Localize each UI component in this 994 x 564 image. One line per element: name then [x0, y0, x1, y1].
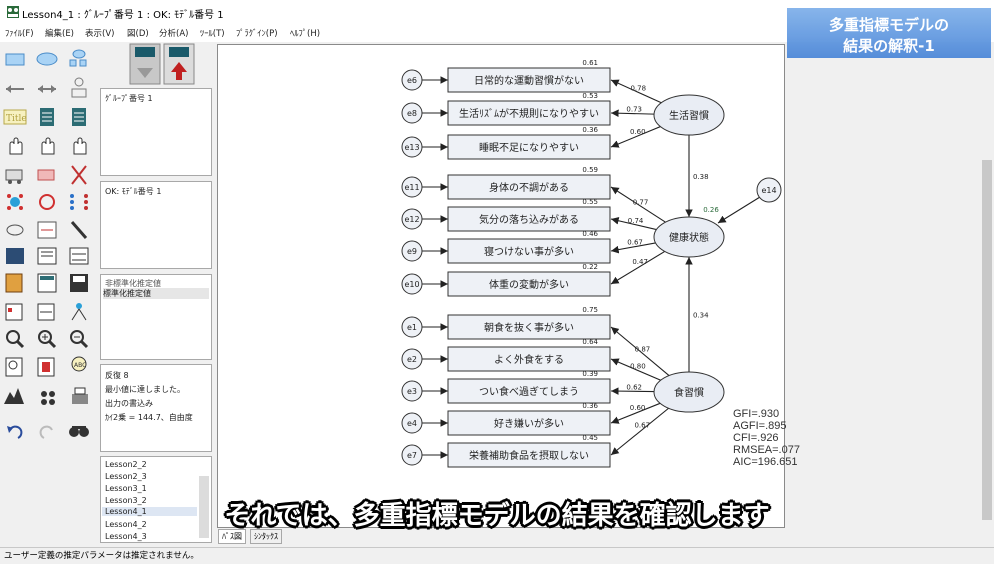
draw-ellipse-icon[interactable] [36, 52, 58, 66]
object-properties-icon[interactable] [5, 303, 23, 321]
fit-rmsea: RMSEA=.077 [733, 444, 800, 456]
model-view-buttons [129, 43, 195, 85]
group-panel[interactable]: ｸﾞﾙｰﾌﾟ番号 1 [100, 88, 212, 176]
fit-cfi: CFI=.926 [733, 432, 779, 444]
analysis-properties-icon[interactable] [37, 247, 57, 265]
file-item-selected[interactable]: Lesson4_1 [102, 507, 197, 516]
file-list-scrollbar[interactable] [199, 476, 209, 538]
scroll-icon[interactable] [37, 221, 57, 239]
amos-app-icon [7, 6, 19, 18]
log-line: ｶｲ2乗 = 144.7、自由度 [105, 413, 193, 422]
log-line: 反復 8 [105, 371, 129, 380]
model-item[interactable]: OK: ﾓﾃﾞﾙ番号 1 [105, 187, 162, 196]
fit-indices: GFI=.930 AGFI=.895 CFI=.926 RMSEA=.077 A… [733, 408, 800, 468]
view-text-icon[interactable] [37, 273, 57, 293]
file-list-panel[interactable]: Lesson2_2 Lesson2_3 Lesson3_1 Lesson3_2 … [100, 456, 212, 543]
copy-truck-icon[interactable] [5, 169, 23, 184]
video-subtitle: それでは、多重指標モデルの結果を確認します [224, 501, 770, 531]
covariance-arrow-icon[interactable] [38, 85, 56, 93]
menu-view[interactable]: 表示(V) [85, 29, 115, 39]
menu-diagram[interactable]: 図(D) [127, 29, 149, 39]
bayesian-icon[interactable] [4, 388, 24, 404]
move-parameters-icon[interactable] [6, 224, 24, 236]
fit-to-page-icon[interactable] [37, 357, 55, 377]
log-line: 出力の書込み [105, 399, 153, 408]
fit-agfi: AGFI=.895 [733, 420, 787, 432]
draw-indicator-icon[interactable] [69, 49, 87, 67]
change-shape-icon[interactable] [7, 194, 23, 210]
window-title: Lesson4_1 : ｸﾞﾙｰﾌﾟ番号 1 : OK: ﾓﾃﾞﾙ番号 1 [22, 10, 224, 21]
menu-analyze[interactable]: 分析(A) [159, 29, 189, 39]
model-panel[interactable]: OK: ﾓﾃﾞﾙ番号 1 [100, 181, 212, 269]
move-truck-icon[interactable] [37, 169, 55, 181]
file-item[interactable]: Lesson4_3 [105, 532, 147, 541]
standardized-option[interactable]: 標準化推定値 [103, 288, 209, 299]
unstandardized-option[interactable]: 非標準化推定値 [105, 279, 161, 288]
svg-text:Title: Title [6, 114, 27, 124]
draw-rect-icon[interactable] [5, 53, 25, 66]
fit-aic: AIC=196.651 [733, 456, 798, 468]
select-one-icon[interactable] [9, 137, 23, 155]
list-variables-icon[interactable] [40, 108, 54, 126]
loupe-icon[interactable]: ABC [71, 356, 87, 372]
specification-search-icon[interactable] [69, 426, 89, 437]
redo-icon[interactable] [39, 425, 53, 439]
copy-clipboard-icon[interactable] [5, 273, 23, 293]
deselect-all-icon[interactable] [73, 137, 87, 155]
tab-syntax[interactable]: ｼﾝﾀｯｸｽ [250, 529, 282, 544]
file-item[interactable]: Lesson2_2 [105, 460, 147, 469]
menu-edit[interactable]: 編集(E) [45, 29, 75, 39]
erase-icon[interactable] [71, 165, 87, 185]
view-output-icon[interactable] [163, 43, 195, 85]
reflect-icon[interactable] [70, 194, 88, 210]
group-item[interactable]: ｸﾞﾙｰﾌﾟ番号 1 [105, 94, 153, 103]
select-all-icon[interactable] [41, 137, 55, 155]
calculate-estimates-icon[interactable] [69, 247, 89, 265]
zoom-area-icon[interactable] [6, 330, 25, 349]
tab-path-diagram[interactable]: ﾊﾟｽ図 [218, 529, 246, 544]
menu-file[interactable]: ﾌｧｲﾙ(F) [5, 29, 34, 39]
diagram-canvas[interactable] [217, 44, 785, 528]
menu-tools[interactable]: ﾂｰﾙ(T) [200, 29, 225, 39]
file-item[interactable]: Lesson4_2 [105, 520, 147, 529]
touch-up-icon[interactable] [70, 221, 88, 239]
file-item[interactable]: Lesson3_1 [105, 484, 147, 493]
menu-bar: ﾌｧｲﾙ(F) 編集(E) 表示(V) 図(D) 分析(A) ﾂｰﾙ(T) ﾌﾟ… [0, 24, 994, 42]
vertical-scroll-thumb[interactable] [982, 160, 992, 520]
data-files-icon[interactable] [6, 248, 24, 264]
multiple-group-icon[interactable] [41, 391, 55, 405]
list-dataset-icon[interactable] [72, 108, 86, 126]
drag-properties-icon[interactable] [37, 303, 55, 321]
unique-variable-icon[interactable] [71, 77, 87, 98]
slide-title-line-2: 結果の解釈-1 [843, 37, 935, 55]
file-item[interactable]: Lesson2_3 [105, 472, 147, 481]
toolbox-icons: Title ABC [3, 49, 89, 439]
save-icon[interactable] [70, 274, 88, 292]
view-input-icon[interactable] [129, 43, 161, 85]
log-line: 最小値に達しました。 [105, 385, 185, 394]
title-icon[interactable]: Title [3, 109, 27, 125]
zoom-in-icon[interactable] [38, 330, 57, 349]
preserve-symmetry-icon[interactable] [71, 303, 87, 321]
rotate-icon[interactable] [39, 194, 55, 210]
path-arrow-icon[interactable] [6, 85, 24, 93]
file-item[interactable]: Lesson3_2 [105, 496, 147, 505]
svg-text:ABC: ABC [74, 362, 86, 369]
estimates-panel[interactable]: 非標準化推定値 標準化推定値 [100, 274, 212, 360]
zoom-page-icon[interactable] [5, 357, 23, 377]
menu-plugins[interactable]: ﾌﾟﾗｸﾞｲﾝ(P) [236, 29, 278, 39]
slide-title-line-1: 多重指標モデルの [828, 16, 949, 34]
status-bar [0, 547, 994, 564]
print-icon[interactable] [72, 387, 88, 404]
menu-help[interactable]: ﾍﾙﾌﾟ(H) [290, 29, 321, 39]
zoom-out-icon[interactable] [70, 330, 89, 349]
status-text: ユーザー定義の推定パラメータは推定されません。 [4, 551, 199, 561]
log-panel: 反復 8 最小値に達しました。 出力の書込み ｶｲ2乗 = 144.7、自由度 [100, 364, 212, 452]
slide-title-banner: 多重指標モデルの 結果の解釈-1 [787, 8, 991, 58]
fit-gfi: GFI=.930 [733, 408, 780, 420]
undo-icon[interactable] [7, 425, 23, 439]
